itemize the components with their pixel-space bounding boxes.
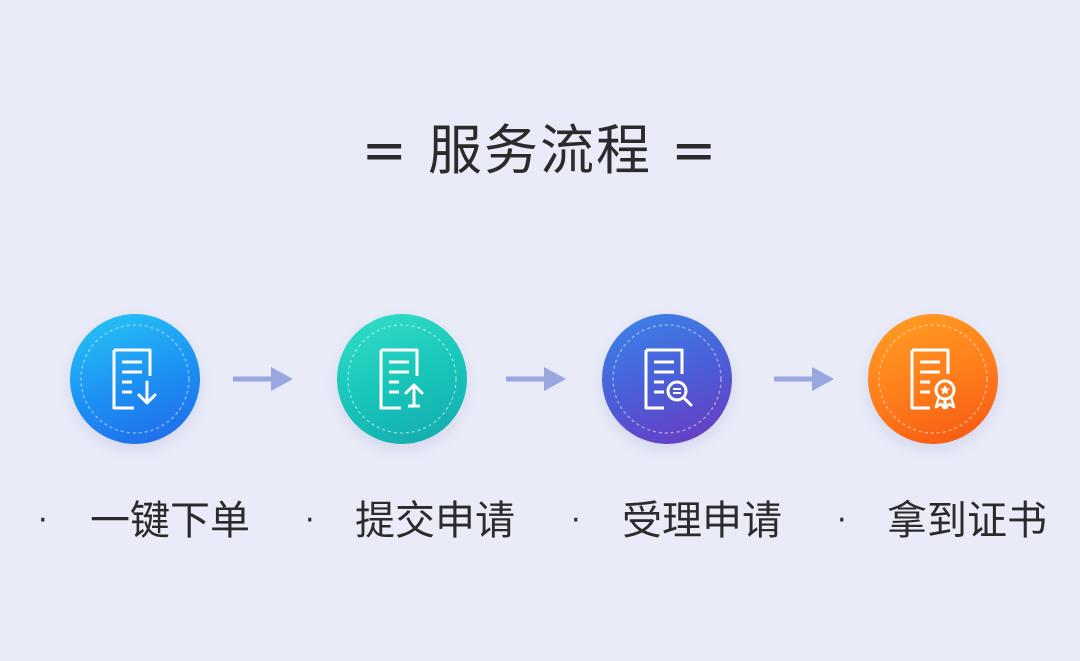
arrow-right-icon <box>774 367 834 391</box>
step-3-bullet: · <box>571 503 581 538</box>
document-upload-icon <box>347 324 457 434</box>
page-title: = 服务流程 = <box>361 119 719 182</box>
step-3-icon-circle <box>602 314 732 444</box>
step-4-bullet: · <box>837 503 847 538</box>
arrow-right-icon <box>233 367 293 391</box>
step-4-icon-circle <box>868 314 998 444</box>
step-1-label: 一键下单 <box>90 498 250 544</box>
arrow-right-icon <box>506 367 566 391</box>
step-3-label: 受理申请 <box>622 498 782 544</box>
step-2-label: 提交申请 <box>355 498 515 544</box>
flow-arrow-3 <box>772 366 834 392</box>
step-4-label: 拿到证书 <box>887 498 1047 544</box>
step-1-icon-circle <box>70 314 200 444</box>
step-2-bullet: · <box>305 503 315 538</box>
flow-arrow-2 <box>504 366 566 392</box>
document-certificate-icon <box>878 324 988 434</box>
step-2-icon-circle <box>337 314 467 444</box>
document-search-icon <box>612 324 722 434</box>
step-1-bullet: · <box>38 503 48 538</box>
document-download-icon <box>80 324 190 434</box>
flow-arrow-1 <box>231 366 293 392</box>
